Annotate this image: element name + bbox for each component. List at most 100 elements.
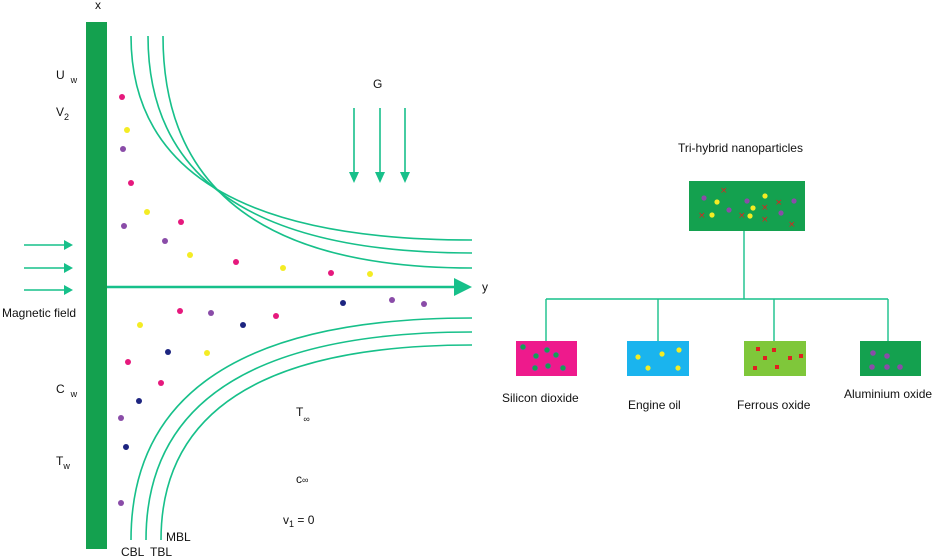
particle-magenta: [177, 308, 183, 314]
particle-magenta: [119, 94, 125, 100]
particle-yellow: [144, 209, 150, 215]
dot: [543, 346, 551, 354]
wall-suction-label: V2: [56, 105, 69, 122]
particle-magenta: [128, 180, 134, 186]
gravity-label: G: [373, 77, 382, 91]
magnetic-arrowhead-1: [64, 240, 73, 250]
parent-dot-yellow: [750, 205, 756, 211]
particle-yellow: [124, 127, 130, 133]
dot: [645, 365, 651, 371]
dot: [532, 352, 540, 360]
particle-magenta: [158, 380, 164, 386]
particle-magenta: [178, 219, 184, 225]
dot: [659, 351, 665, 357]
lower-streamline-2: [145, 331, 473, 541]
y-axis-label: y: [482, 280, 488, 294]
wall-temperature-label: Tw: [56, 454, 70, 471]
particle-purple: [120, 146, 126, 152]
parent-dot-purple: [791, 198, 797, 204]
tree-connectors: [545, 231, 889, 341]
particle-navy: [165, 349, 171, 355]
parent-cross-red: ×: [720, 186, 728, 196]
dot: [788, 356, 792, 360]
gravity-arrows: [349, 108, 410, 183]
parent-dot-purple: [701, 195, 707, 201]
lower-streamlines: [130, 317, 473, 541]
magnetic-field-label: Magnetic field: [2, 306, 76, 320]
upper-streamline-2: [147, 35, 473, 254]
particle-navy: [240, 322, 246, 328]
child-particles-silicon-dioxide: [519, 343, 567, 372]
far-field-velocity-label: v1 = 0: [283, 513, 315, 529]
particle-magenta: [273, 313, 279, 319]
x-axis-label: x: [95, 0, 101, 12]
dot: [635, 354, 641, 360]
parent-cross-red: ×: [738, 211, 746, 221]
far-field-concentration-label: c∞: [296, 472, 308, 486]
lower-streamline-1: [130, 317, 473, 541]
dot: [870, 350, 876, 356]
particle-navy: [136, 398, 142, 404]
parent-dot-yellow: [762, 193, 768, 199]
particle-purple: [118, 415, 124, 421]
parent-dot-purple: [778, 210, 784, 216]
dot: [676, 347, 682, 353]
nanoparticle-tree: Tri-hybrid nanoparticles × × × × × × ×: [502, 141, 932, 412]
particle-yellow: [367, 271, 373, 277]
parent-dot-yellow: [747, 213, 753, 219]
child-box-aluminium-oxide: [860, 341, 921, 376]
child-label-aluminium-oxide: Aluminium oxide: [844, 387, 932, 401]
child-label-silicon-dioxide: Silicon dioxide: [502, 391, 579, 405]
boundary-layer-label-cbl: CBL: [121, 545, 145, 559]
parent-cross-red: ×: [775, 198, 783, 208]
dot: [772, 348, 776, 352]
particle-purple: [118, 500, 124, 506]
upper-streamline-3: [162, 35, 473, 269]
child-label-ferrous-oxide: Ferrous oxide: [737, 398, 811, 412]
particle-magenta: [328, 270, 334, 276]
particle-magenta: [125, 359, 131, 365]
parent-cross-red: ×: [788, 220, 796, 230]
dot: [884, 353, 890, 359]
upper-streamlines: [130, 35, 473, 269]
gravity-arrowhead-3: [400, 172, 410, 183]
child-box-ferrous-oxide: [744, 341, 806, 376]
child-label-engine-oil: Engine oil: [628, 398, 681, 412]
flow-particles: [118, 94, 427, 506]
dot: [559, 364, 567, 372]
parent-dot-purple: [726, 207, 732, 213]
parent-dot-yellow: [709, 212, 715, 218]
child-box-silicon-dioxide: [516, 341, 577, 376]
particle-navy: [123, 444, 129, 450]
dot: [552, 351, 560, 359]
dot: [519, 343, 527, 351]
particle-magenta: [233, 259, 239, 265]
magnetic-arrowhead-3: [64, 285, 73, 295]
particle-purple: [162, 238, 168, 244]
particle-yellow: [137, 322, 143, 328]
tree-title: Tri-hybrid nanoparticles: [678, 141, 803, 155]
parent-cross-red: ×: [761, 215, 769, 225]
lower-streamline-3: [160, 344, 473, 541]
boundary-layer-label-tbl: TBL: [150, 545, 172, 559]
dot: [897, 364, 903, 370]
particle-yellow: [204, 350, 210, 356]
particle-yellow: [280, 265, 286, 271]
magnetic-field-arrows: [24, 240, 73, 295]
parent-particles: × × × × × × ×: [698, 186, 797, 230]
gravity-arrowhead-1: [349, 172, 359, 183]
flow-diagram: x y Magnetic field: [2, 0, 488, 559]
child-particles-ferrous-oxide: [753, 347, 803, 370]
magnetic-arrowhead-2: [64, 263, 73, 273]
dot: [775, 365, 779, 369]
particle-yellow: [187, 252, 193, 258]
dot: [753, 366, 757, 370]
parent-box: [689, 181, 805, 231]
parent-dot-yellow: [714, 199, 720, 205]
dot: [531, 364, 539, 372]
far-field-temperature-label: T∞: [296, 405, 310, 424]
wall-sheet: [86, 22, 107, 549]
